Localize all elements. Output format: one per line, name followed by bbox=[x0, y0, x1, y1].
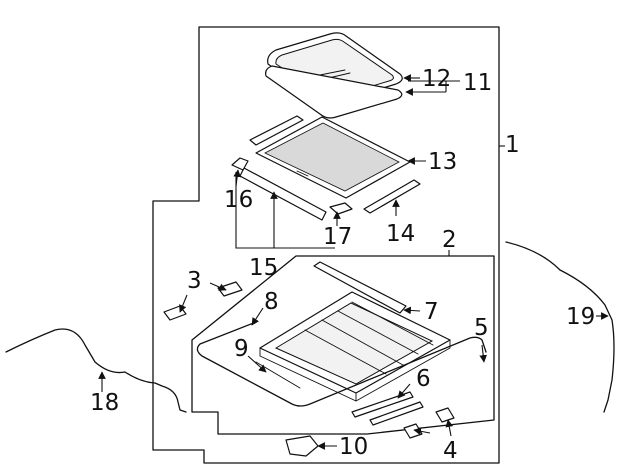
callout-18: 18 bbox=[90, 390, 119, 416]
leader-4b bbox=[445, 419, 454, 437]
motor-10 bbox=[285, 435, 319, 457]
callout-6: 6 bbox=[416, 366, 431, 392]
leader-3a bbox=[209, 282, 227, 291]
leader-7 bbox=[403, 306, 421, 315]
frame-assembly-2 bbox=[259, 291, 451, 402]
callout-13: 13 bbox=[428, 149, 457, 175]
callout-4: 4 bbox=[443, 438, 458, 464]
frame-boundary-2 bbox=[191, 255, 495, 435]
callout-5: 5 bbox=[474, 315, 489, 341]
bracket-4b bbox=[435, 407, 455, 423]
callout-10: 10 bbox=[339, 434, 368, 460]
callout-2: 2 bbox=[442, 227, 457, 253]
clip-17 bbox=[329, 202, 353, 215]
leader-5 bbox=[479, 344, 488, 363]
strip-left-14 bbox=[249, 115, 304, 146]
assembly-boundary-1 bbox=[152, 26, 500, 464]
callout-19: 19 bbox=[566, 304, 595, 330]
crossmember-7 bbox=[313, 261, 407, 314]
callout-17: 17 bbox=[323, 224, 352, 250]
callout-3: 3 bbox=[187, 268, 202, 294]
bracket-3b bbox=[163, 305, 187, 321]
callout-8: 8 bbox=[264, 289, 279, 315]
drain-hose-19 bbox=[505, 241, 615, 413]
leader-9 bbox=[247, 355, 267, 373]
callout-7: 7 bbox=[424, 299, 439, 325]
callout-1: 1 bbox=[505, 132, 520, 158]
rail-6b bbox=[369, 401, 424, 426]
clip-16 bbox=[231, 157, 249, 171]
callout-16: 16 bbox=[224, 187, 253, 213]
callout-12: 12 bbox=[422, 66, 451, 92]
leader-3b bbox=[179, 294, 188, 313]
strip-right-14 bbox=[363, 179, 421, 214]
leader-15 bbox=[235, 172, 335, 249]
callout-14: 14 bbox=[386, 221, 415, 247]
bracket-3a bbox=[217, 281, 243, 297]
callout-11: 11 bbox=[463, 70, 492, 96]
leader-6 bbox=[397, 383, 411, 399]
front-trim-15 bbox=[239, 167, 327, 221]
cable-8 bbox=[196, 321, 487, 407]
callout-9: 9 bbox=[234, 336, 249, 362]
cable-9 bbox=[255, 361, 301, 389]
glass-panel-11 bbox=[265, 65, 403, 119]
callout-15: 15 bbox=[249, 255, 278, 281]
leader-4 bbox=[413, 427, 431, 436]
drain-hose-18 bbox=[5, 328, 187, 413]
leader-8 bbox=[251, 307, 264, 326]
leader-16 bbox=[233, 169, 241, 187]
